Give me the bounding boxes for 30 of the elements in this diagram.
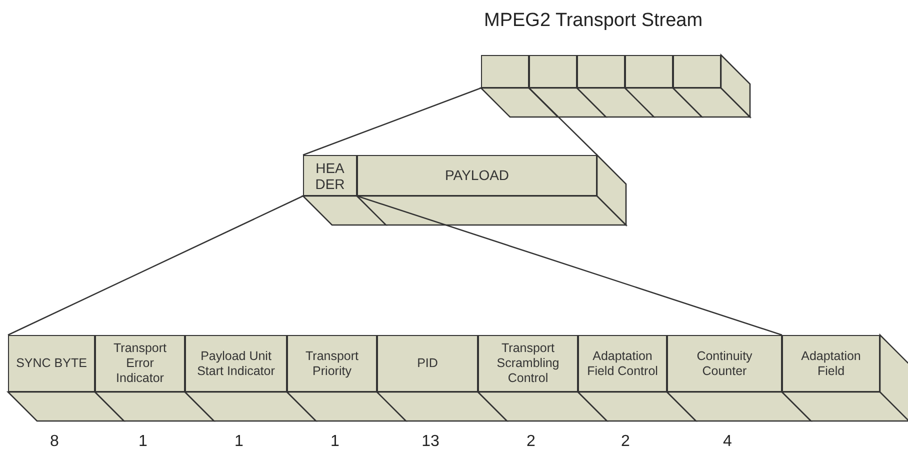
packet-section-box [303,155,357,196]
bit-count: 2 [526,433,536,451]
packet-box [673,55,721,88]
bit-count: 1 [330,433,340,451]
bit-count: 1 [234,433,244,451]
packet-box [529,55,577,88]
field-label: HEA DER [315,160,345,192]
bit-count: 1 [138,433,148,451]
zoom-line [8,195,304,336]
field-label: PID [417,356,438,371]
packet-box [481,55,529,88]
field-label: Adaptation Field [800,348,862,378]
packet-box [625,55,673,88]
zoom-line [302,87,482,156]
field-label: PAYLOAD [444,168,510,183]
zoom-line [356,195,782,336]
bit-count: 2 [620,433,631,451]
title: MPEG2 Transport Stream [484,10,703,32]
field-label: Continuity Counter [696,348,754,378]
field-label: Transport Priority [304,348,360,378]
bit-count: 13 [420,433,440,451]
field-label: Transport Scrambling Control [496,341,560,386]
field-label: Payload Unit Start Indicator [196,348,276,378]
field-label: Adaptation Field Control [586,348,659,378]
packet-box [577,55,625,88]
zoom-line [528,88,598,156]
field-label: Transport Error Indicator [112,341,168,386]
bit-count: 8 [49,433,60,451]
bit-count: 4 [722,433,733,451]
field-label: SYNC BYTE [16,356,87,371]
